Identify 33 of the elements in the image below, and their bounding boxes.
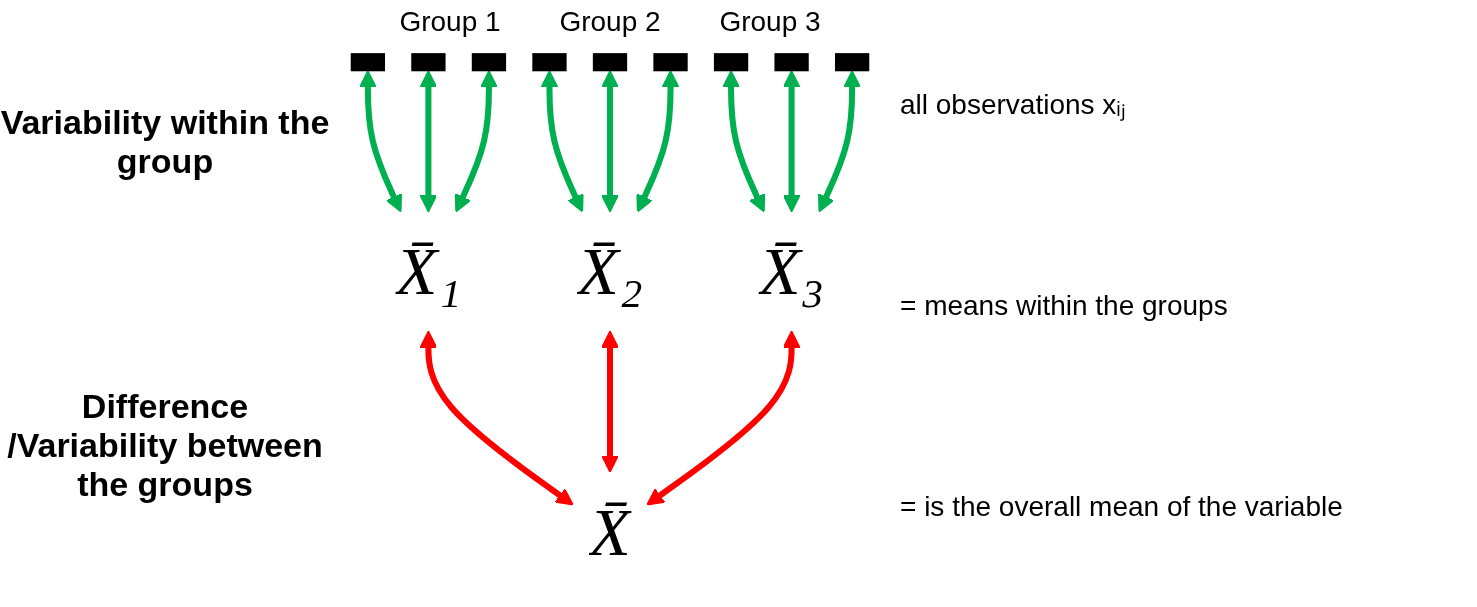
arrow [454,70,498,213]
group-label: Group 1 [399,6,501,38]
arrow [419,70,438,213]
arrow [782,70,801,213]
node-bar [835,53,870,72]
node-bar [653,53,688,72]
arrow [636,70,680,213]
arrow [601,330,619,473]
between-group-label: Difference /Variability between the groups [6,387,324,504]
node-bar [713,53,749,72]
node-text: X̄₂ [577,233,643,309]
node-text: X̄₃ [758,233,825,309]
node-bar [532,53,567,72]
observations-note: all observations xᵢⱼ [900,88,1127,123]
group-label: Group 2 [559,6,661,38]
within-group-label: Variability within the group [0,103,330,181]
arrow [359,70,403,213]
node-bar [774,53,809,72]
arrow [601,70,619,213]
node-bar [471,53,507,72]
node-bar [350,53,385,72]
arrow [540,70,584,213]
overall-mean-note: = is the overall mean of the variable [900,490,1344,523]
arrow [722,70,766,213]
node-text: X̄₁ [395,233,462,309]
arrow [817,70,861,213]
group-means-note: = means within the groups [900,290,1229,323]
arrow [646,330,801,506]
node-bar [411,53,446,72]
arrow [419,330,574,506]
node-bar [592,53,628,72]
node-text: X̄ [589,494,631,569]
group-label: Group 3 [719,6,821,38]
